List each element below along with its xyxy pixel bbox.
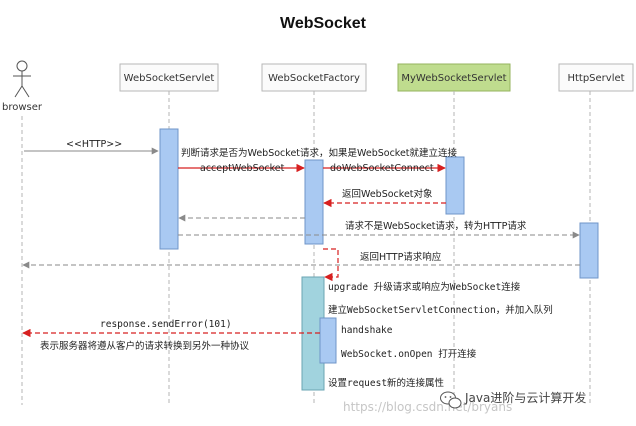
message-http-label: <<HTTP>>	[66, 139, 122, 150]
participant-websocketfactory-label: WebSocketFactory	[268, 73, 360, 84]
wechat-icon	[440, 391, 462, 409]
message-senderror-label: response.sendError(101)	[100, 319, 232, 330]
watermark-url: https://blog.csdn.net/bryans	[343, 400, 512, 414]
participant-websocketservlet-label: WebSocketServlet	[124, 73, 215, 84]
message-not-websocket-label: 请求不是WebSocket请求，转为HTTP请求	[345, 220, 527, 232]
message-judge-label: 判断请求是否为WebSocket请求，如果是WebSocket就建立连接	[181, 147, 458, 159]
activation-websocketservlet	[159, 128, 179, 250]
activation-httpservlet	[579, 222, 599, 279]
message-return-object-label: 返回WebSocket对象	[342, 188, 433, 200]
message-onopen-label: WebSocket.onOpen 打开连接	[341, 348, 477, 360]
message-upgrade-label: upgrade 升级请求或响应为WebSocket连接	[328, 281, 521, 293]
participant-websocketservlet	[119, 63, 219, 92]
message-server-notice-label: 表示服务器将遵从客户的请求转换到另外一种协议	[40, 340, 250, 352]
message-return-http-label: 返回HTTP请求响应	[360, 251, 442, 263]
brand-label: Java进阶与云计算开发	[464, 390, 586, 405]
message-build-connection-label: 建立WebSocketServletConnection，并加入队列	[328, 304, 553, 316]
participant-mywebsocketservlet-label: MyWebSocketServlet	[401, 73, 506, 84]
participant-httpservlet-label: HttpServlet	[567, 73, 624, 84]
message-self-call-arrow	[323, 248, 339, 282]
participant-websocketfactory	[261, 63, 367, 92]
participant-mywebsocketservlet	[397, 63, 511, 92]
participant-httpservlet	[558, 63, 634, 92]
message-handshake-label: handshake	[341, 325, 393, 336]
activation-handshake	[319, 317, 337, 364]
message-accept-label: acceptWebSocket	[200, 163, 285, 174]
browser-actor-icon	[13, 60, 31, 98]
message-doconnect-label: doWebSocketConnect	[330, 163, 434, 174]
diagram-title: WebSocket	[280, 15, 367, 32]
message-set-attribute-label: 设置request新的连接属性	[328, 377, 445, 389]
actor-browser-label: browser	[2, 102, 43, 113]
activation-mywebsocketservlet	[445, 156, 465, 215]
activation-websocketfactory	[304, 159, 324, 245]
